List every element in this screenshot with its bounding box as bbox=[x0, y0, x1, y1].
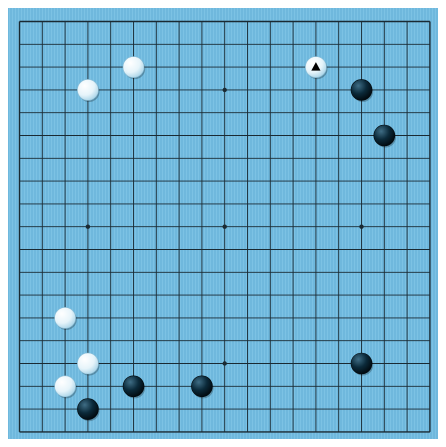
star-point bbox=[223, 88, 227, 92]
star-point bbox=[223, 225, 227, 229]
black-stone-body bbox=[351, 79, 372, 100]
black-stone-body bbox=[77, 399, 98, 420]
star-point bbox=[359, 225, 363, 229]
star-point bbox=[223, 361, 227, 365]
white-stone-body bbox=[123, 57, 144, 78]
black-stone-body bbox=[351, 353, 372, 374]
black-stone-body bbox=[191, 376, 212, 397]
black-stone-body bbox=[374, 125, 395, 146]
board-background bbox=[8, 8, 438, 439]
black-stone-body bbox=[123, 376, 144, 397]
white-stone-body bbox=[77, 79, 98, 100]
white-stone-body bbox=[55, 307, 76, 328]
star-point bbox=[86, 225, 90, 229]
white-stone-body bbox=[55, 376, 76, 397]
white-stone-body bbox=[77, 353, 98, 374]
